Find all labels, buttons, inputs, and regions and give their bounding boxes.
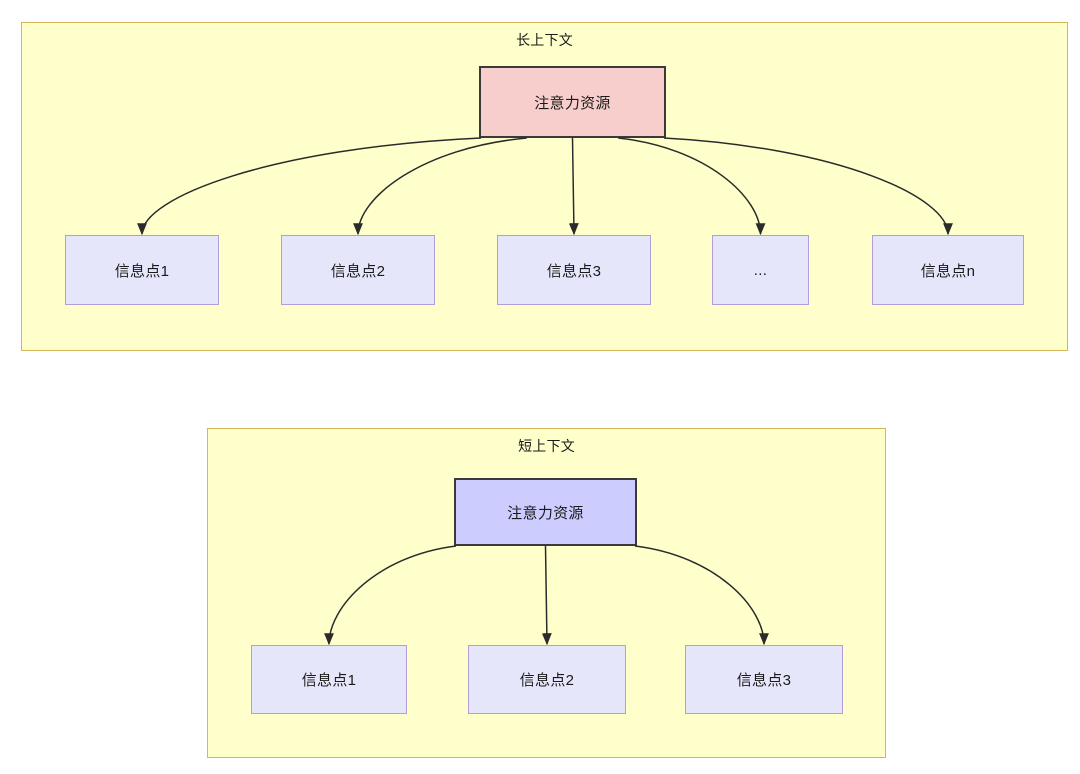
node-attention-resource-long[interactable]: 注意力资源 [479, 66, 666, 138]
node-info-point-1-long[interactable]: 信息点1 [65, 235, 219, 305]
node-info-point-ellipsis-long[interactable]: ... [712, 235, 809, 305]
group-long-context-title: 长上下文 [516, 32, 573, 48]
node-label: ... [753, 261, 768, 279]
node-label: 注意力资源 [507, 504, 584, 522]
node-label: 信息点n [920, 262, 976, 280]
node-info-point-3-long[interactable]: 信息点3 [497, 235, 651, 305]
node-label: 信息点1 [114, 262, 170, 280]
node-label: 注意力资源 [534, 94, 611, 112]
node-info-point-n-long[interactable]: 信息点n [872, 235, 1024, 305]
node-attention-resource-short[interactable]: 注意力资源 [454, 478, 637, 546]
node-label: 信息点2 [330, 262, 386, 280]
node-info-point-1-short[interactable]: 信息点1 [251, 645, 407, 714]
node-label: 信息点1 [301, 672, 357, 689]
node-info-point-2-long[interactable]: 信息点2 [281, 235, 435, 305]
node-label: 信息点2 [519, 672, 575, 689]
node-info-point-2-short[interactable]: 信息点2 [468, 645, 626, 714]
node-label: 信息点3 [546, 262, 602, 280]
node-info-point-3-short[interactable]: 信息点3 [685, 645, 843, 714]
node-label: 信息点3 [736, 672, 792, 689]
group-short-context-title: 短上下文 [518, 438, 575, 454]
